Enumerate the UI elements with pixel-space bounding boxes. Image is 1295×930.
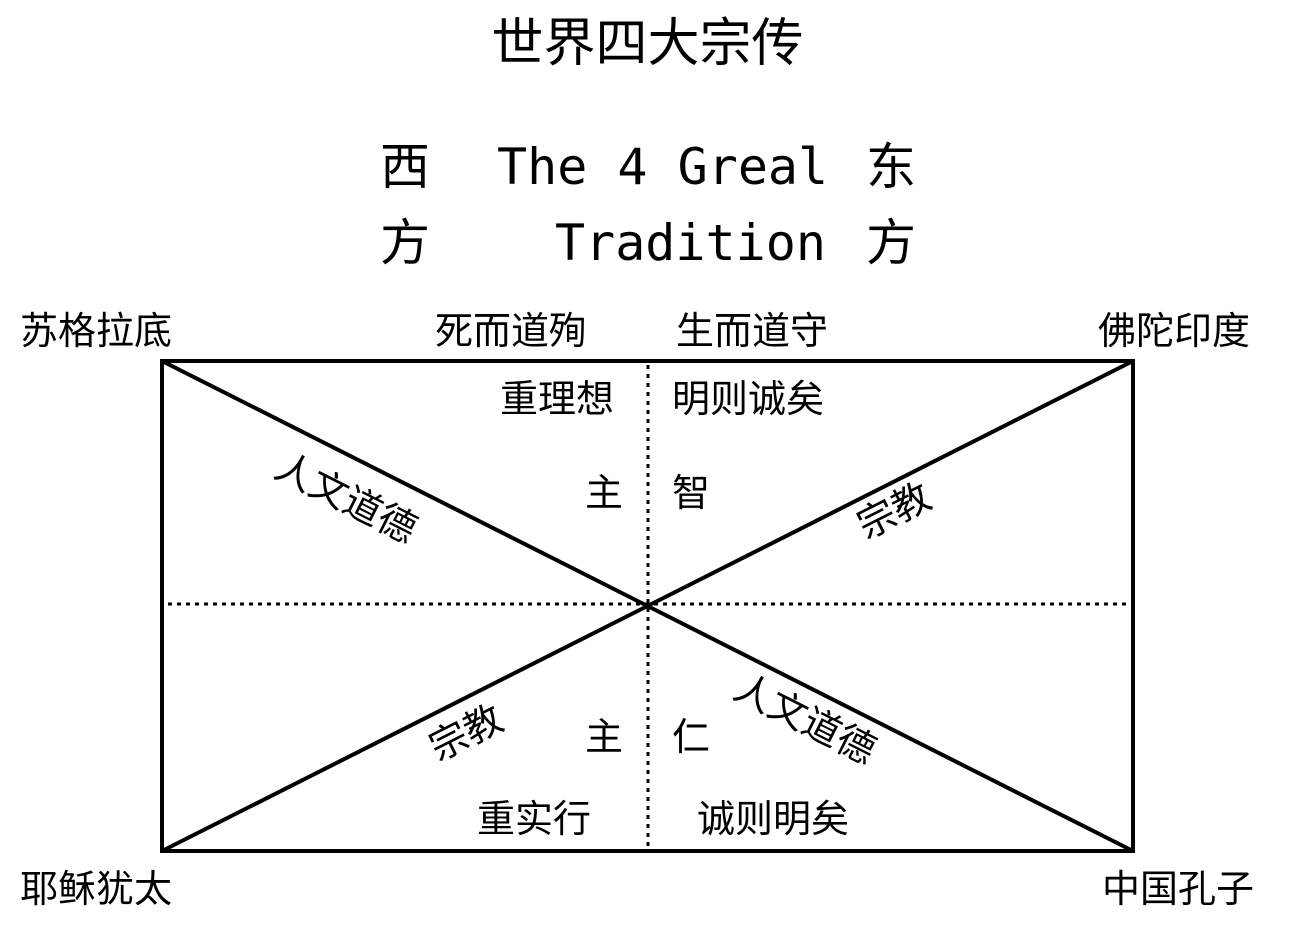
- corner-bottom-right: 中国孔子: [1102, 867, 1255, 911]
- east-label-top: 东: [866, 138, 916, 196]
- top-label-left: 死而道殉: [435, 309, 588, 353]
- lower-left-practice: 重实行: [477, 797, 592, 841]
- corner-bottom-left: 耶稣犹太: [20, 867, 173, 911]
- english-title-line1: The 4 Greal: [497, 138, 829, 196]
- upper-right-wisdom: 智: [672, 471, 711, 515]
- top-label-right: 生而道守: [676, 309, 829, 353]
- west-label-top: 西: [380, 138, 430, 196]
- upper-left-main: 主: [585, 471, 624, 515]
- lower-right-sincerity: 诚则明矣: [697, 797, 850, 841]
- outer-rectangle: [160, 359, 1135, 853]
- corner-top-left: 苏格拉底: [20, 309, 173, 353]
- west-label-bottom: 方: [380, 214, 430, 272]
- east-label-bottom: 方: [866, 214, 916, 272]
- diagonal-tr-bl: [161, 359, 1134, 853]
- upper-right-clarity: 明则诚矣: [672, 377, 825, 421]
- english-title-line2: Tradition: [555, 214, 826, 272]
- lower-left-main: 主: [585, 715, 624, 759]
- upper-left-ideal: 重理想: [500, 377, 615, 421]
- page-title: 世界四大宗传: [491, 14, 804, 74]
- corner-top-right: 佛陀印度: [1098, 309, 1251, 353]
- lower-right-benevolence: 仁: [672, 715, 711, 759]
